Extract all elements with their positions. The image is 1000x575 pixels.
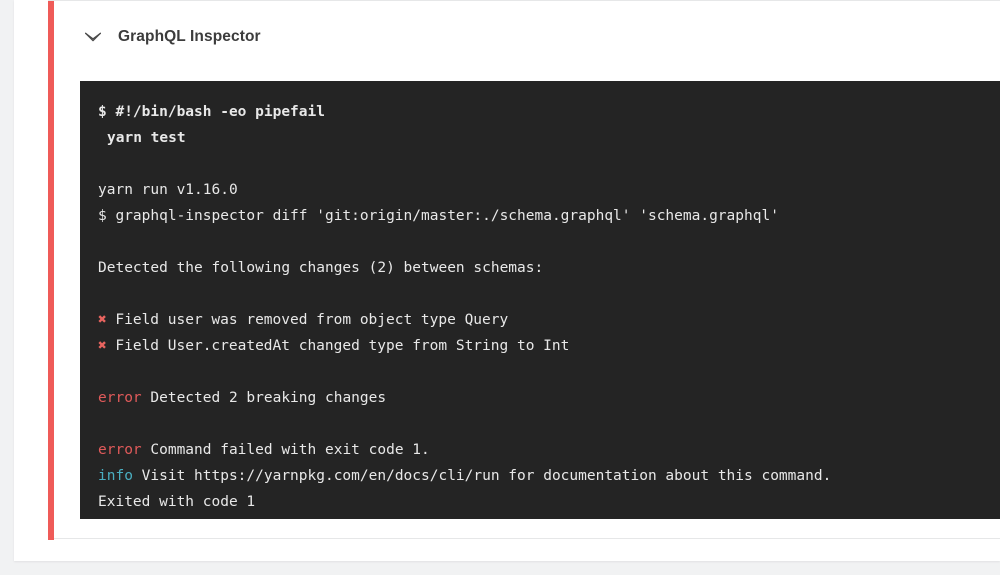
log-line-text: yarn test [107,130,186,146]
page-title: GraphQL Inspector [118,28,261,45]
log-line-text: Detected the following changes (2) betwe… [98,260,544,276]
log-line-blank [98,359,1000,385]
log-line-text: $ #!/bin/bash -eo pipefail [98,104,325,120]
breaking-change-x-icon: ✖ [98,338,107,354]
log-line-text: Exited with code 1 [98,494,256,510]
status-accent-bar [48,1,54,540]
log-line-blank [98,229,1000,255]
log-line-text: Field User.createdAt changed type from S… [115,338,570,354]
log-line-change: ✖ Field user was removed from object type… [98,307,1000,333]
log-level-label-info: info [98,468,133,484]
card-header[interactable]: GraphQL Inspector [54,1,1000,73]
log-line-text: yarn run v1.16.0 [98,182,238,198]
log-line-labeled: info Visit https://yarnpkg.com/en/docs/c… [98,463,1000,489]
terminal-log-output[interactable]: $ #!/bin/bash -eo pipefail yarn test yarn… [80,81,1000,519]
job-step-card: GraphQL Inspector $ #!/bin/bash -eo pipe… [48,0,1000,540]
log-level-label-error: error [98,390,142,406]
log-line-change: ✖ Field User.createdAt changed type from … [98,333,1000,359]
log-line-labeled: error Command failed with exit code 1. [98,437,1000,463]
breaking-change-x-icon: ✖ [98,312,107,328]
chevron-down-icon[interactable] [80,24,106,50]
log-line-blank [98,411,1000,437]
log-line-blank [98,281,1000,307]
log-line-text: Field user was removed from object type … [115,312,509,328]
log-line-text: Command failed with exit code 1. [141,442,430,458]
log-level-label-error: error [98,442,142,458]
log-line-text: Visit https://yarnpkg.com/en/docs/cli/ru… [132,468,832,484]
log-line-text: Detected 2 breaking changes [141,390,387,406]
page-surface: GraphQL Inspector $ #!/bin/bash -eo pipe… [14,0,1000,561]
log-line-blank [98,151,1000,177]
log-line-labeled: error Detected 2 breaking changes [98,385,1000,411]
log-line-text: $ graphql-inspector diff 'git:origin/mas… [98,208,779,224]
